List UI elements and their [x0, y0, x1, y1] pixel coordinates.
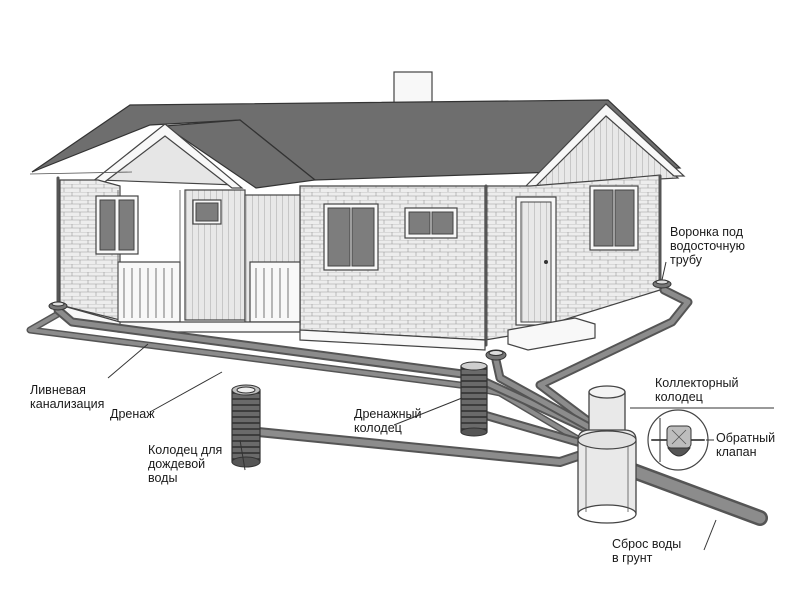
drain-well-label-1: Дренажный [354, 407, 421, 421]
chimney [393, 71, 433, 105]
label-discharge: Сброс воды в грунт [612, 537, 681, 565]
collector-label-2: колодец [655, 390, 703, 404]
downspout-funnel-right [652, 279, 672, 289]
porch-roof [163, 119, 317, 189]
valve-label-1: Обратный [716, 431, 775, 445]
back-door [515, 196, 557, 326]
label-drainage-well: Дренажный колодец [354, 407, 421, 435]
rainwater-well [231, 384, 261, 468]
window-left [95, 195, 139, 255]
storm-label-1: Ливневая [30, 383, 86, 397]
label-funnel: Воронка под водосточную трубу [670, 225, 745, 267]
funnel-label-1: Воронка под [670, 225, 744, 239]
door-step [507, 317, 596, 351]
rain-well-label-3: воды [148, 471, 177, 485]
collector-well [577, 385, 637, 524]
label-storm-sewer: Ливневая канализация [30, 383, 104, 411]
check-valve-detail [647, 409, 709, 471]
window-front-2 [404, 207, 458, 239]
drainage-well [460, 361, 488, 437]
funnel-label-3: трубу [670, 253, 703, 267]
downspout-funnel-mid [485, 349, 507, 361]
discharge-label-1: Сброс воды [612, 537, 681, 551]
rain-well-label-2: дождевой [148, 457, 205, 471]
label-rain-well: Колодец для дождевой воды [148, 443, 222, 485]
storm-label-2: канализация [30, 397, 104, 411]
window-front-1 [323, 203, 379, 271]
rain-well-label-1: Колодец для [148, 443, 222, 457]
leader-lines [107, 261, 774, 551]
porch-railing [117, 261, 181, 323]
drainage-label: Дренаж [110, 407, 155, 421]
label-check-valve: Обратный клапан [716, 431, 775, 459]
label-drainage: Дренаж [110, 407, 155, 421]
storm-sewer-pipes [26, 285, 768, 526]
valve-label-2: клапан [716, 445, 757, 459]
house [29, 71, 686, 351]
label-collector: Коллекторный колодец [655, 376, 738, 404]
funnel-label-2: водосточную [670, 239, 745, 253]
discharge-label-2: в грунт [612, 551, 653, 565]
window-porch [192, 199, 222, 225]
downspout-funnel-left [48, 301, 68, 311]
drain-well-label-2: колодец [354, 421, 402, 435]
collector-label-1: Коллекторный [655, 376, 738, 390]
window-end [589, 185, 639, 251]
